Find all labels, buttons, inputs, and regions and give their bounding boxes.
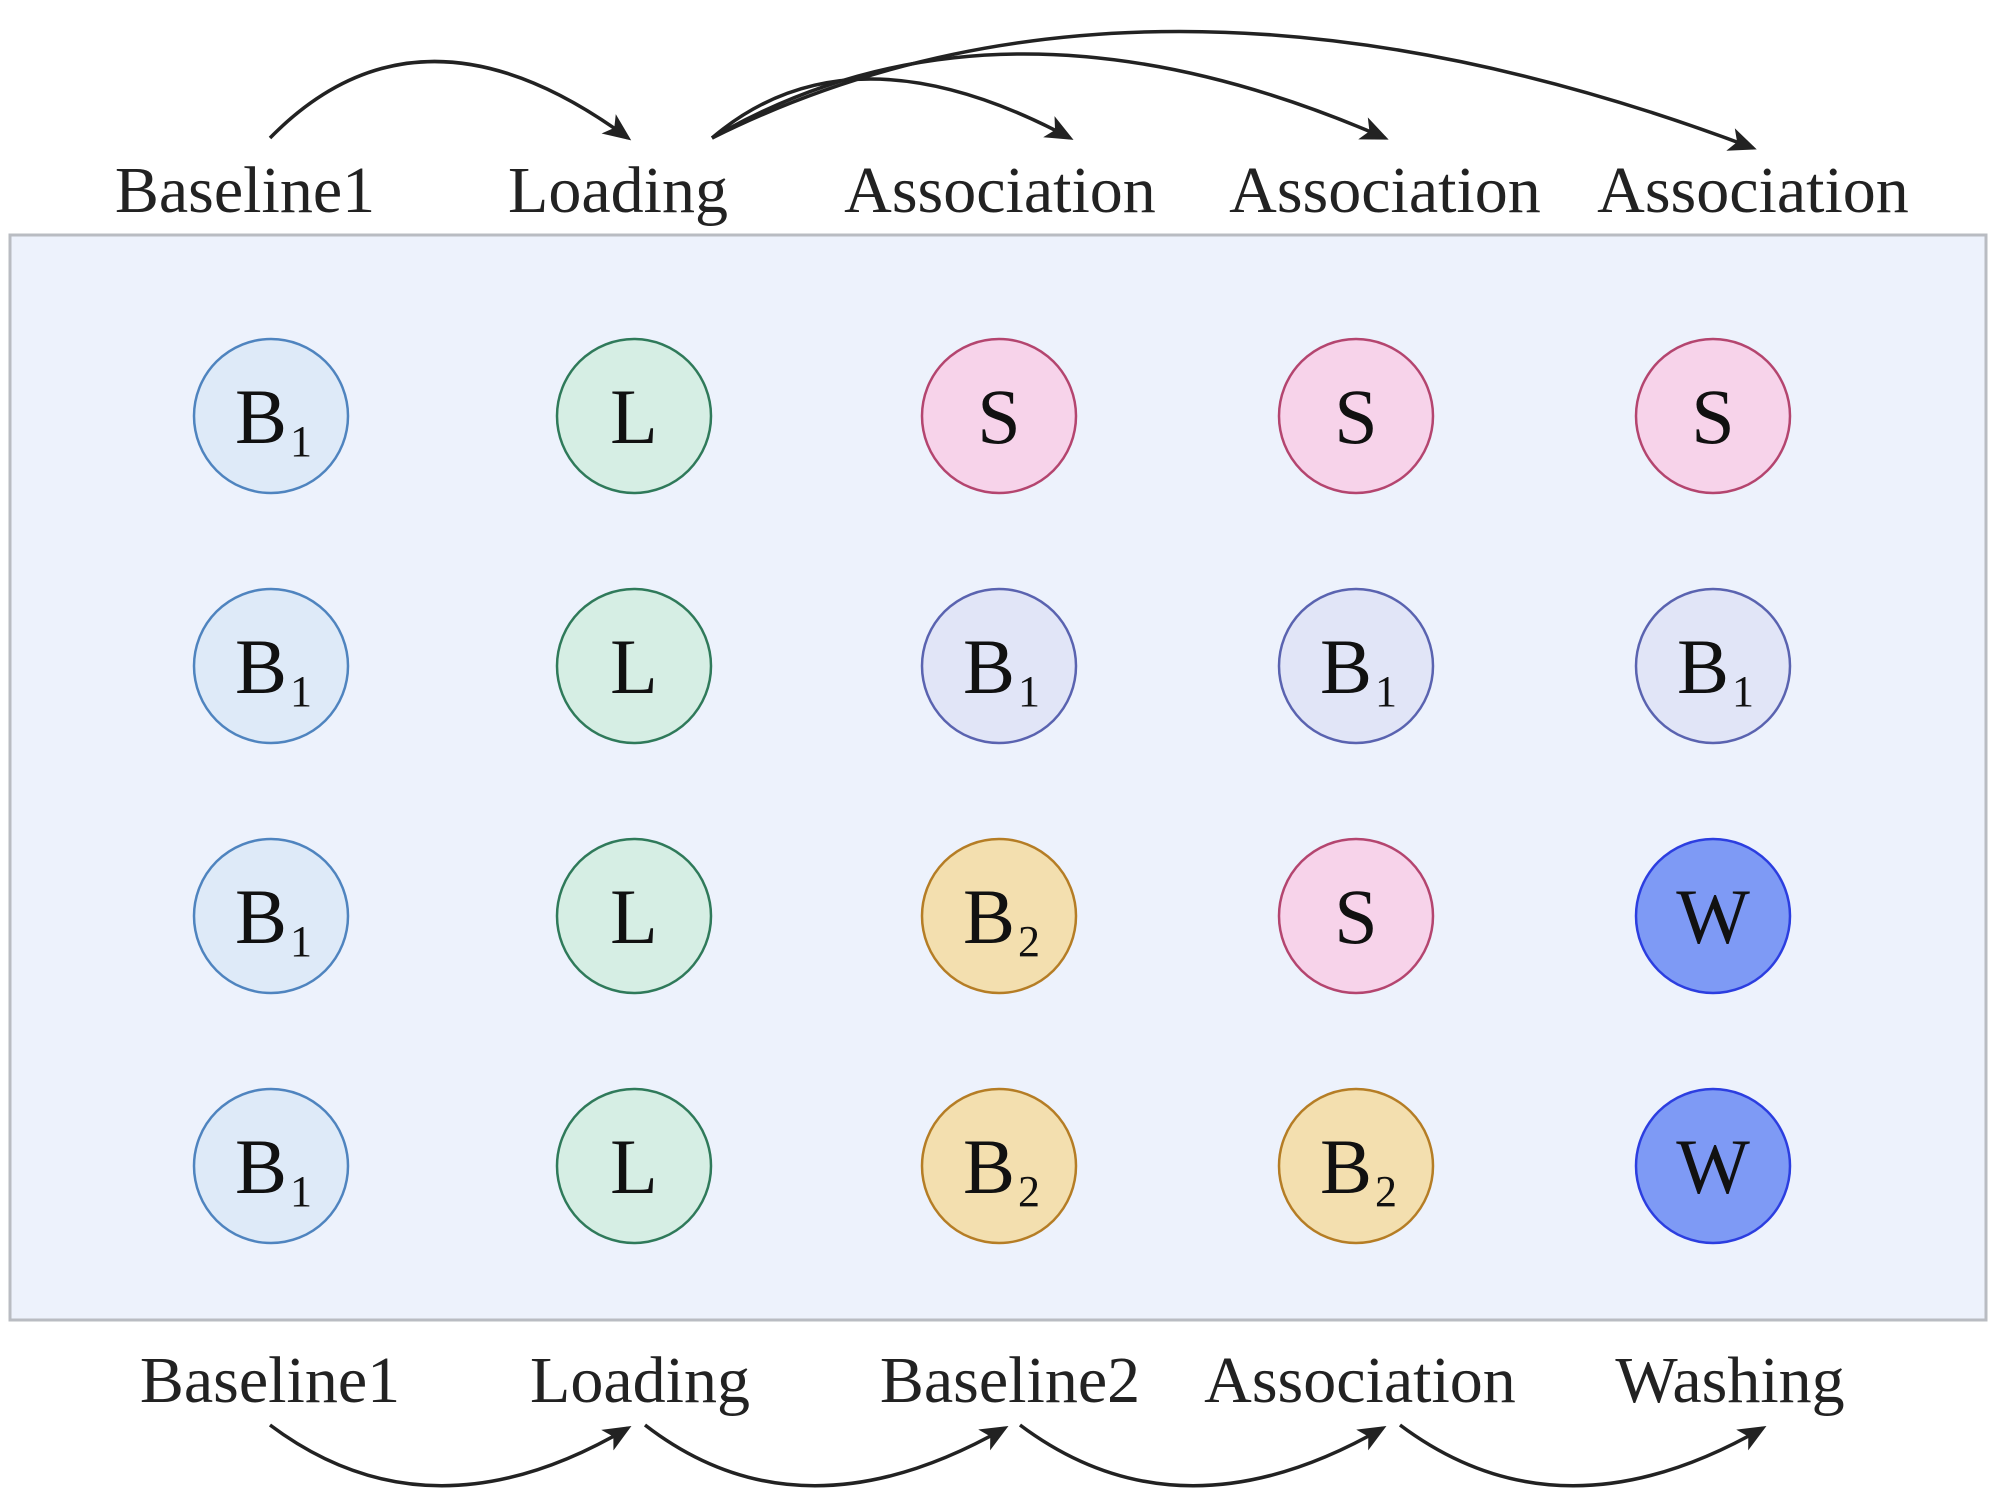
- node-letter: B: [235, 373, 287, 460]
- node-circle: [1634, 587, 1792, 745]
- node-letter: B: [235, 1123, 287, 1210]
- node-letter: B: [235, 623, 287, 710]
- node-circle: [1277, 337, 1435, 495]
- bottom-arrow-4: [1398, 1423, 1767, 1488]
- node-circle: [555, 337, 713, 495]
- node-subscript: 1: [1375, 667, 1397, 716]
- bottom-step-labels: Baseline1 Loading Baseline2 Association Wash…: [140, 1344, 1845, 1417]
- node-letter: S: [1334, 373, 1377, 460]
- node-r2-c2: L: [555, 587, 713, 745]
- node-circle: [920, 837, 1078, 995]
- node-r3-c4: S: [1277, 837, 1435, 995]
- bottom-arrow-1: [268, 1423, 632, 1488]
- node-r4-c2: L: [555, 1087, 713, 1245]
- top-arrow-1: [268, 59, 632, 141]
- node-r1-c5: S: [1634, 337, 1792, 495]
- node-r3-c2: L: [555, 837, 713, 995]
- top-arrow-3: [711, 52, 1389, 140]
- bottom-label-3: Baseline2: [880, 1344, 1140, 1417]
- node-letter: W: [1676, 1123, 1750, 1210]
- top-label-1: Baseline1: [115, 154, 375, 227]
- bottom-label-4: Association: [1204, 1344, 1516, 1417]
- node-circle: [1634, 837, 1792, 995]
- node-r1-c3: S: [920, 337, 1078, 495]
- node-letter: S: [1334, 873, 1377, 960]
- node-letter: L: [610, 623, 658, 710]
- node-r4-c5: W: [1634, 1087, 1792, 1245]
- node-circle: [1634, 337, 1792, 495]
- bottom-arrow-2: [643, 1423, 1009, 1488]
- node-subscript: 1: [290, 667, 312, 716]
- node-letter: L: [610, 873, 658, 960]
- node-subscript: 1: [1018, 667, 1040, 716]
- top-label-4: Association: [1229, 154, 1541, 227]
- node-r3-c5: W: [1634, 837, 1792, 995]
- node-circle: [920, 587, 1078, 745]
- top-arrow-2: [710, 77, 1074, 140]
- node-circle: [192, 337, 350, 495]
- top-arrow-4: [711, 29, 1757, 151]
- node-circle: [920, 1087, 1078, 1245]
- node-circle: [1277, 837, 1435, 995]
- top-arrows: [268, 29, 1757, 151]
- node-r1-c4: S: [1277, 337, 1435, 495]
- node-letter: B: [1677, 623, 1729, 710]
- node-letter: B: [1320, 623, 1372, 710]
- node-letter: B: [235, 873, 287, 960]
- node-letter: B: [1320, 1123, 1372, 1210]
- bottom-label-5: Washing: [1615, 1344, 1844, 1417]
- node-subscript: 2: [1018, 1167, 1040, 1216]
- node-circle: [1277, 587, 1435, 745]
- node-letter: B: [963, 873, 1015, 960]
- node-letter: B: [963, 623, 1015, 710]
- top-label-2: Loading: [508, 154, 728, 227]
- top-label-3: Association: [844, 154, 1156, 227]
- node-circle: [555, 1087, 713, 1245]
- node-circle: [192, 837, 350, 995]
- top-step-labels: Baseline1 Loading Association Association As…: [115, 154, 1909, 227]
- node-letter: S: [1691, 373, 1734, 460]
- bottom-arrows: [268, 1423, 1767, 1488]
- bottom-label-1: Baseline1: [140, 1344, 400, 1417]
- node-circle: [920, 337, 1078, 495]
- node-circle: [192, 1087, 350, 1245]
- node-subscript: 1: [290, 1167, 312, 1216]
- node-circle: [192, 587, 350, 745]
- node-subscript: 1: [290, 417, 312, 466]
- node-circle: [1277, 1087, 1435, 1245]
- bottom-arrow-3: [1018, 1423, 1387, 1488]
- node-letter: S: [977, 373, 1020, 460]
- node-subscript: 1: [290, 917, 312, 966]
- node-letter: L: [610, 1123, 658, 1210]
- node-letter: W: [1676, 873, 1750, 960]
- top-label-5: Association: [1597, 154, 1909, 227]
- node-letter: B: [963, 1123, 1015, 1210]
- node-subscript: 2: [1018, 917, 1040, 966]
- node-subscript: 2: [1375, 1167, 1397, 1216]
- node-r1-c2: L: [555, 337, 713, 495]
- node-circle: [555, 837, 713, 995]
- node-subscript: 1: [1732, 667, 1754, 716]
- bottom-label-2: Loading: [530, 1344, 750, 1417]
- node-circle: [555, 587, 713, 745]
- node-circle: [1634, 1087, 1792, 1245]
- node-letter: L: [610, 373, 658, 460]
